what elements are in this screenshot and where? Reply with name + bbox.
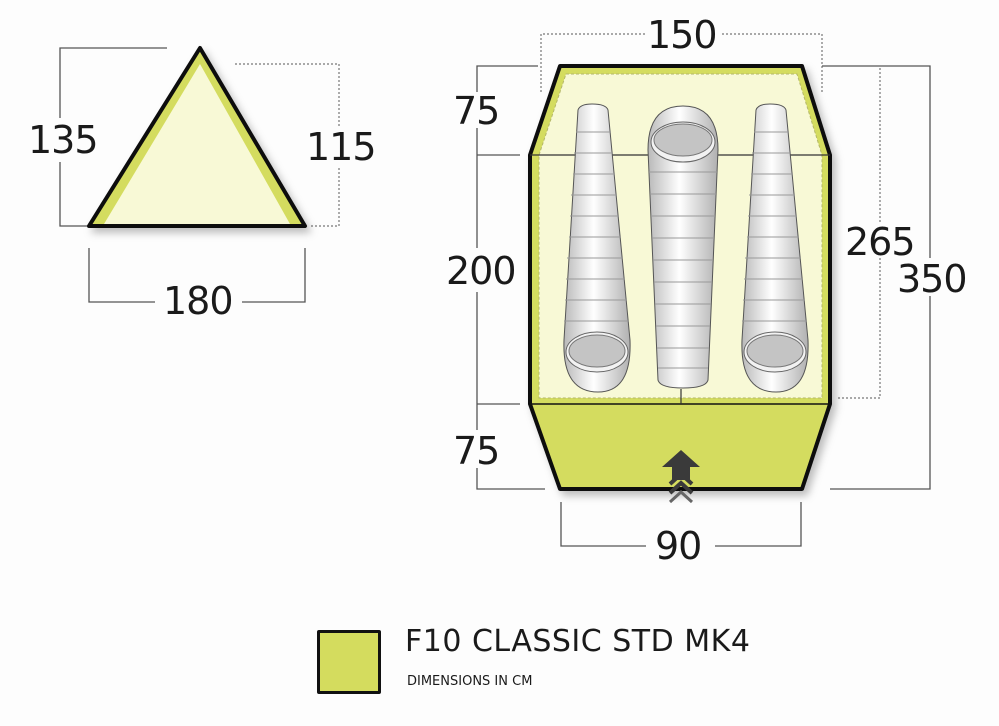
- floor-plan: 150 75 200 75 265 350: [446, 13, 968, 568]
- side-width-label: 180: [163, 279, 233, 323]
- rear-porch-label: 75: [453, 429, 499, 473]
- left-dimensions: [476, 65, 545, 490]
- inner-width-label: 150: [647, 13, 717, 57]
- inner-length-label: 200: [446, 249, 516, 293]
- dimension-90: [560, 502, 802, 547]
- door-width-label: 90: [655, 524, 701, 568]
- color-swatch: [317, 630, 381, 694]
- side-height-label: 135: [28, 118, 98, 162]
- dimension-135: [59, 47, 167, 227]
- dimension-115: [235, 63, 340, 227]
- dimension-350: [822, 65, 931, 490]
- dimension-180: [88, 248, 306, 303]
- product-name: F10 CLASSIC STD MK4: [405, 624, 751, 659]
- side-inner-height-label: 115: [306, 125, 376, 169]
- tent-side-profile: [87, 46, 307, 228]
- units-note: DIMENSIONS IN CM: [407, 674, 533, 689]
- total-length-label: 350: [897, 257, 967, 301]
- inner-total-length-label: 265: [845, 220, 915, 264]
- side-view: 135 115 180: [28, 46, 377, 323]
- dimension-150: [540, 33, 823, 92]
- sleeping-bag: [741, 103, 809, 393]
- entrance-arrow-icon: [662, 450, 700, 504]
- dimension-265: [838, 68, 881, 399]
- sleeping-bag: [563, 103, 631, 393]
- sleeping-bag: [647, 105, 719, 389]
- front-porch-label: 75: [453, 89, 499, 133]
